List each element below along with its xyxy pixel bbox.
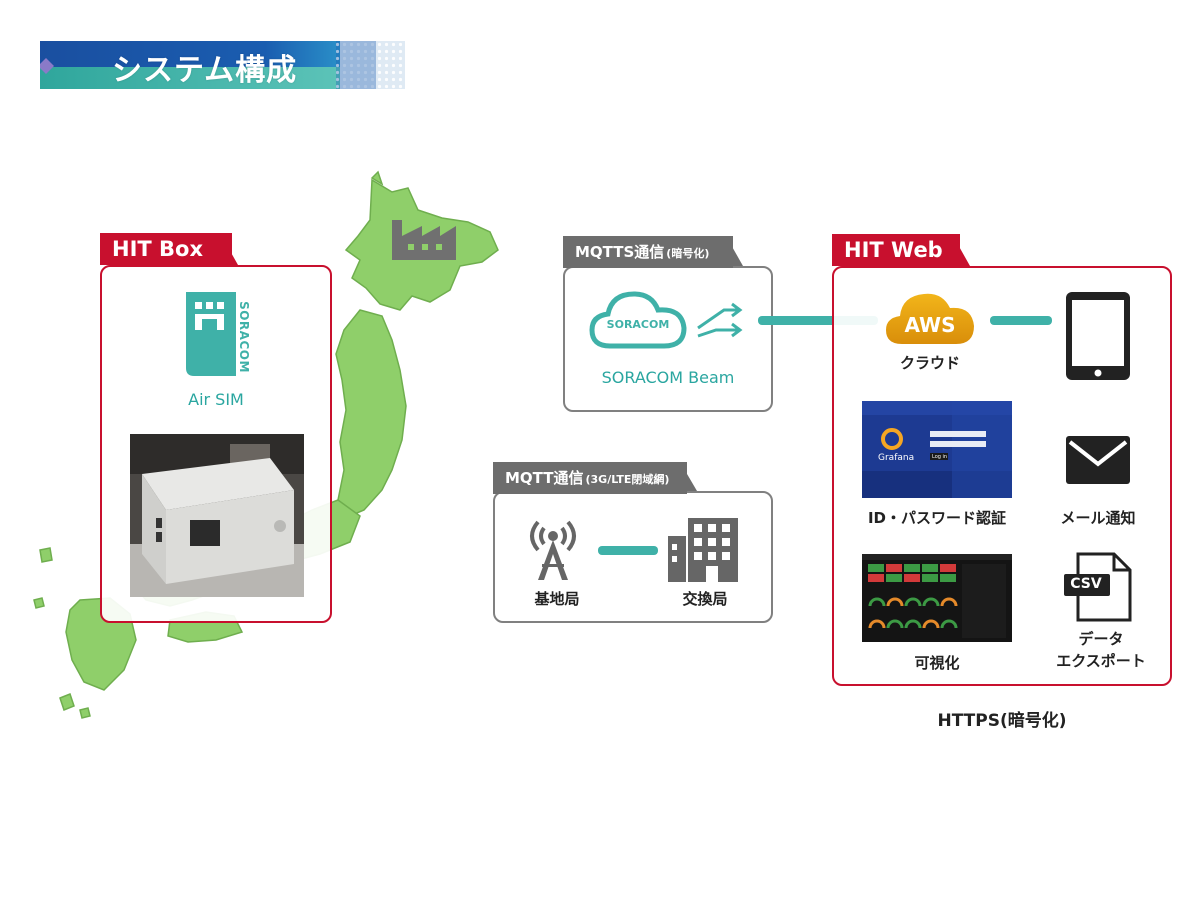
mail-icon (1066, 436, 1130, 484)
mqtts-tab-sub: (暗号化) (666, 247, 710, 260)
soracom-beam-label: SORACOM Beam (601, 368, 735, 387)
mqtts-tab-label: MQTTS通信 (575, 243, 665, 261)
sim-card-icon (186, 292, 236, 376)
title-banner-graphic (38, 41, 405, 89)
hit-box-tab-corner (220, 233, 238, 265)
auth-label: ID・パスワード認証 (867, 509, 1007, 527)
air-sim-label: Air SIM (188, 390, 244, 409)
https-label: HTTPS(暗号化) (937, 711, 1067, 731)
mqtts-frame (563, 266, 773, 412)
factory-icon (392, 220, 456, 260)
csv-file-icon (1064, 552, 1132, 622)
hit-web-tab: HIT Web (832, 234, 960, 266)
mqtt-tab-corner (680, 462, 697, 491)
exchange-label: 交換局 (682, 590, 728, 608)
mqtts-tab-corner (726, 236, 743, 266)
dashboard-screenshot (862, 554, 1012, 642)
beam-arrows-icon (697, 302, 743, 338)
sim-brand-text: SORACOM (237, 301, 251, 373)
device-photo (130, 434, 304, 597)
export-label-line2: エクスポート (1056, 652, 1146, 670)
grafana-login-button: Log in (932, 454, 948, 460)
csv-icon-text: CSV (1070, 576, 1102, 592)
radio-tower-icon (530, 520, 576, 580)
aws-text: AWS (904, 313, 956, 337)
cloud-icon (589, 291, 687, 349)
title-banner: システム構成 (38, 41, 405, 89)
grafana-login-screenshot: Grafana Log in (862, 401, 1012, 498)
sim-brand: SORACOM (234, 300, 254, 380)
aws-tablet-link (990, 316, 1052, 325)
mqtts-tab: MQTTS通信(暗号化) (563, 236, 733, 268)
aws-label: クラウド (899, 354, 960, 372)
mqtt-tab: MQTT通信(3G/LTE閉域網) (493, 462, 687, 494)
exchange-building-icon (668, 518, 738, 582)
tablet-icon (1066, 292, 1130, 380)
page-title: システム構成 (112, 53, 298, 88)
hit-web-tab-corner (952, 234, 970, 266)
hit-box-tab: HIT Box (100, 233, 232, 265)
mqtt-tab-label: MQTT通信 (505, 469, 584, 487)
export-label-line1: データ (1078, 630, 1124, 648)
mail-label: メール通知 (1060, 509, 1136, 527)
aws-cloud-icon (886, 293, 974, 344)
tower-exchange-link (598, 546, 658, 555)
cloud-text: SORACOM (606, 318, 670, 331)
tower-label: 基地局 (534, 590, 580, 608)
grafana-text: Grafana (878, 453, 915, 463)
viz-label: 可視化 (914, 654, 960, 672)
beam-aws-link (758, 316, 878, 325)
mqtt-tab-sub: (3G/LTE閉域網) (585, 473, 670, 486)
